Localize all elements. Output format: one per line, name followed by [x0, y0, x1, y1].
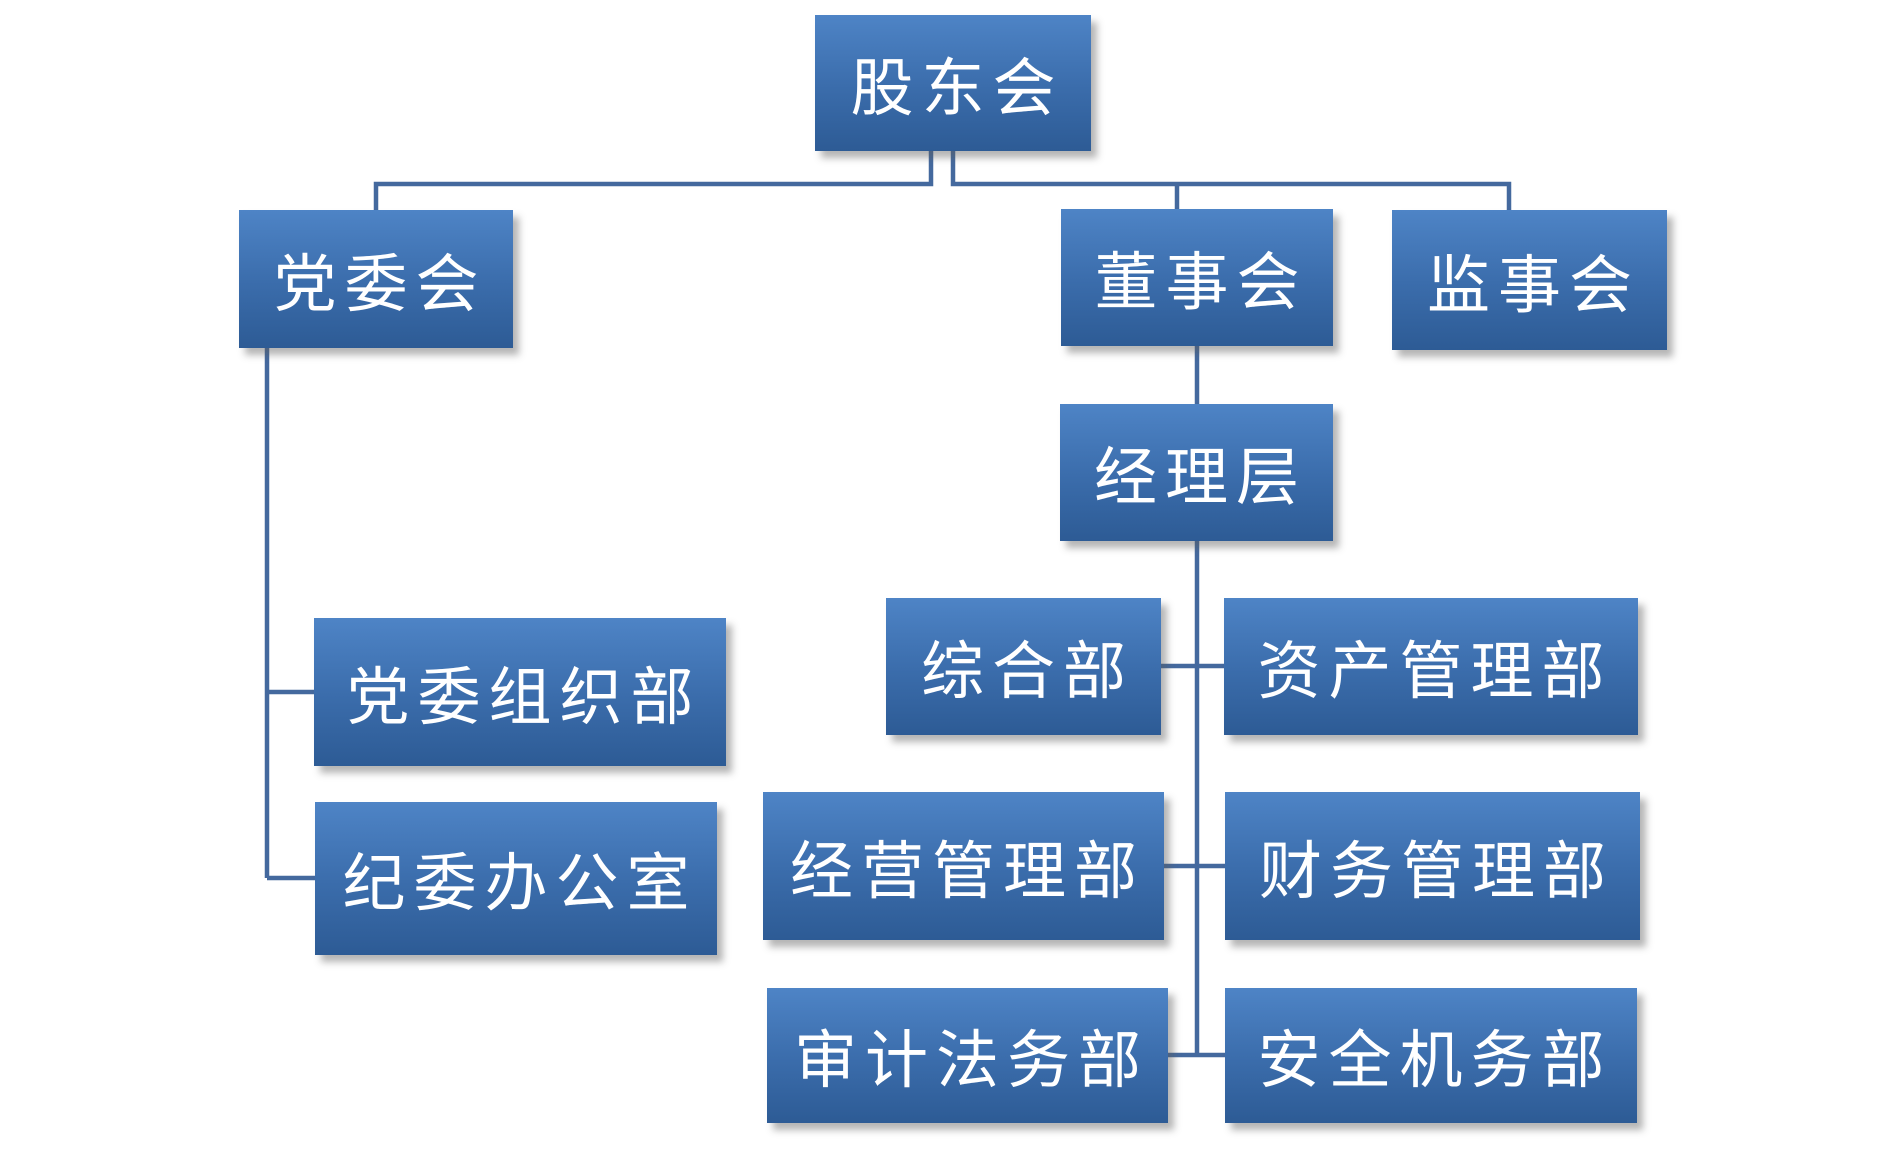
connector-shareholders-to-supervisory-board	[950, 151, 1512, 211]
org-node-audit-legal-dept[interactable]: 审计法务部	[767, 988, 1168, 1123]
org-node-asset-management-dept[interactable]: 资产管理部	[1224, 598, 1638, 735]
org-node-board-of-directors[interactable]: 董事会	[1061, 209, 1333, 346]
org-node-management-level[interactable]: 经理层	[1060, 404, 1333, 541]
org-node-safety-aviation-dept[interactable]: 安全机务部	[1225, 988, 1637, 1123]
org-node-general-dept[interactable]: 综合部	[886, 598, 1161, 735]
org-node-operations-management-dept[interactable]: 经营管理部	[763, 792, 1164, 940]
org-node-finance-management-dept[interactable]: 财务管理部	[1225, 792, 1640, 940]
org-node-discipline-inspection-office[interactable]: 纪委办公室	[315, 802, 717, 955]
org-node-shareholders-meeting[interactable]: 股东会	[815, 15, 1091, 151]
org-node-supervisory-board[interactable]: 监事会	[1392, 210, 1667, 350]
org-node-party-organization-dept[interactable]: 党委组织部	[314, 618, 726, 766]
org-node-party-committee[interactable]: 党委会	[239, 210, 513, 348]
connector-shareholders-to-party-committee	[373, 151, 934, 211]
